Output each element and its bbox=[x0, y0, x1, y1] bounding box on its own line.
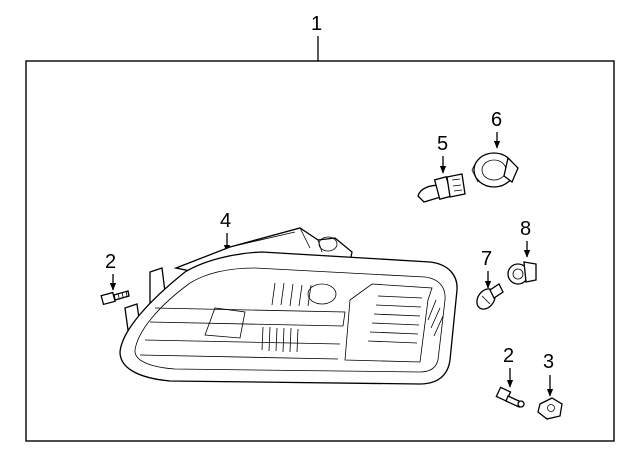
callout-1: 1 bbox=[311, 13, 322, 35]
bulb-retainer bbox=[471, 152, 519, 188]
callout-7: 7 bbox=[481, 248, 492, 270]
headlamp-bulb bbox=[417, 173, 466, 203]
nut bbox=[537, 397, 563, 420]
callout-2-left: 2 bbox=[105, 251, 116, 273]
callout-3: 3 bbox=[543, 351, 554, 373]
assembly-frame bbox=[25, 60, 615, 442]
screw-right bbox=[495, 386, 525, 408]
callout-6: 6 bbox=[491, 109, 502, 131]
callout-4: 4 bbox=[220, 210, 231, 232]
bulb-socket bbox=[507, 261, 537, 285]
callout-5: 5 bbox=[437, 133, 448, 155]
turn-signal-bulb bbox=[476, 283, 504, 310]
screw-left bbox=[100, 290, 130, 306]
callout-8: 8 bbox=[520, 218, 531, 240]
headlamp-housing bbox=[119, 227, 458, 385]
callout-2-right: 2 bbox=[503, 345, 514, 367]
